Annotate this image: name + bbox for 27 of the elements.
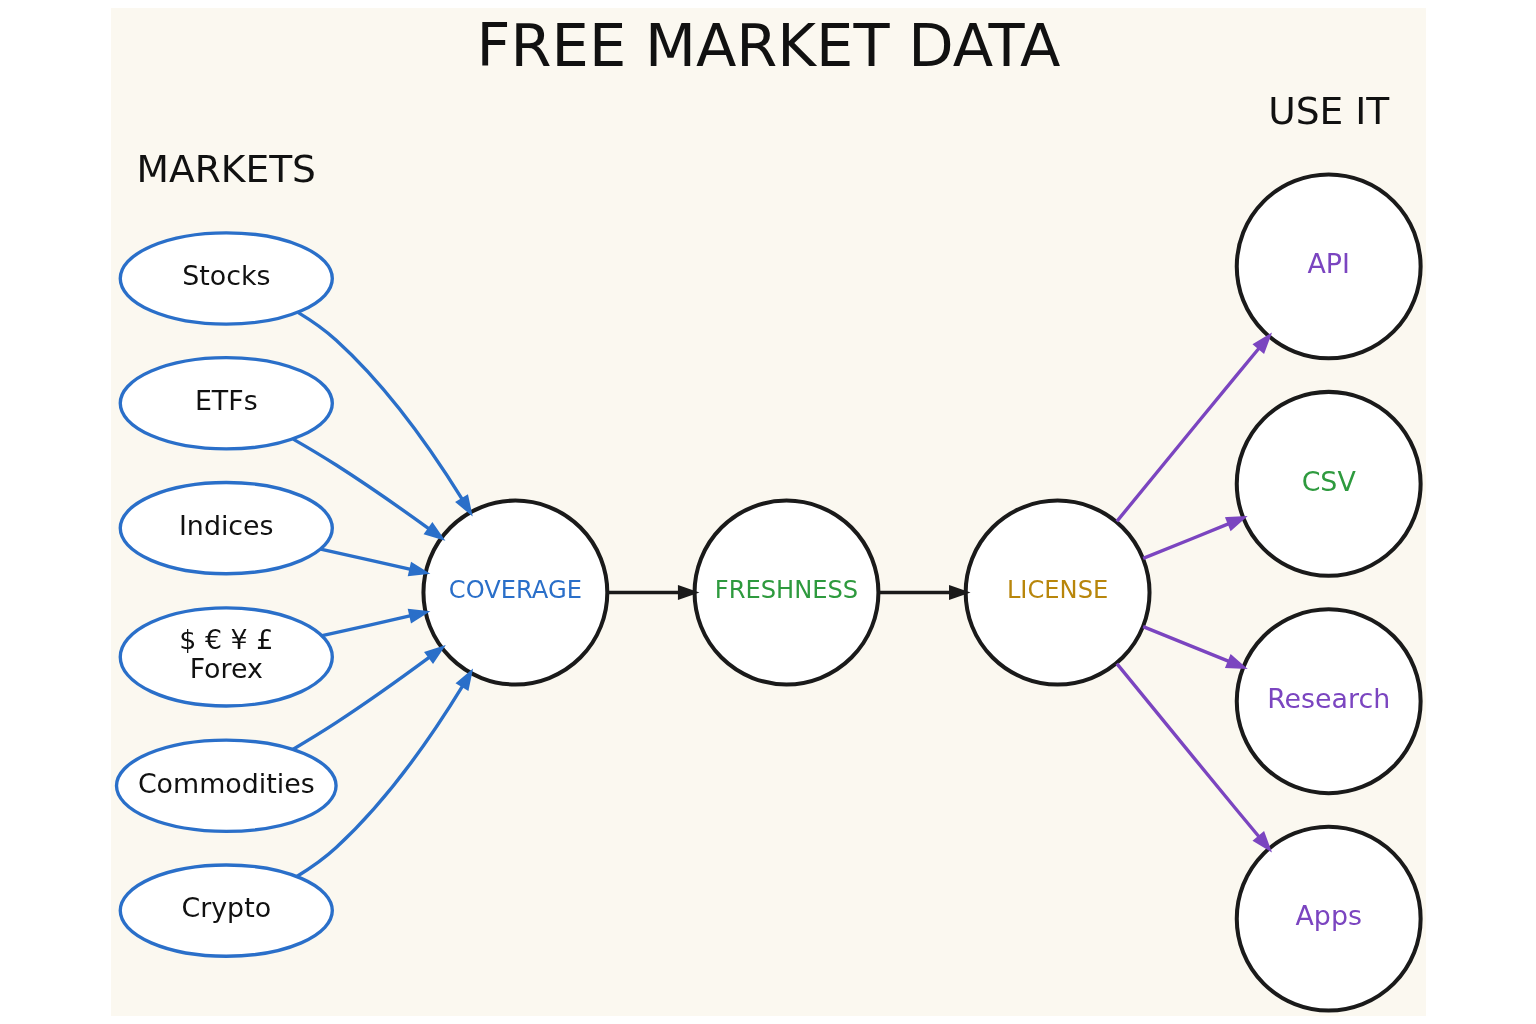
arrow bbox=[607, 585, 699, 601]
node-ellipse: Commodities bbox=[114, 738, 338, 834]
arrow bbox=[1142, 516, 1248, 560]
arrow bbox=[1142, 625, 1248, 669]
arrow bbox=[295, 668, 473, 878]
arrow bbox=[321, 608, 430, 638]
node-circle: FRESHNESS bbox=[692, 498, 880, 687]
arrow bbox=[291, 437, 445, 541]
node-ellipse: $ € ¥ £ Forex bbox=[118, 606, 334, 708]
node-ellipse: ETFs bbox=[118, 356, 334, 451]
arrow bbox=[296, 310, 473, 517]
label: USE IT bbox=[1267, 89, 1389, 133]
node-circle: Apps bbox=[1234, 824, 1423, 1013]
node-circle: LICENSE bbox=[963, 498, 1152, 687]
label: MARKETS bbox=[136, 146, 316, 191]
arrow bbox=[1115, 332, 1272, 523]
node-ellipse: Crypto bbox=[118, 863, 334, 958]
arrow bbox=[319, 547, 430, 577]
node-ellipse: Stocks bbox=[118, 231, 334, 326]
arrow bbox=[1115, 662, 1272, 853]
node-circle: API bbox=[1234, 172, 1423, 361]
node-circle: Research bbox=[1234, 607, 1423, 796]
arrow bbox=[291, 645, 446, 751]
node-ellipse: Indices bbox=[118, 480, 334, 576]
arrow bbox=[878, 585, 971, 601]
node-circle: CSV bbox=[1234, 389, 1423, 578]
diagram-title: FREE MARKET DATA bbox=[476, 11, 1060, 81]
